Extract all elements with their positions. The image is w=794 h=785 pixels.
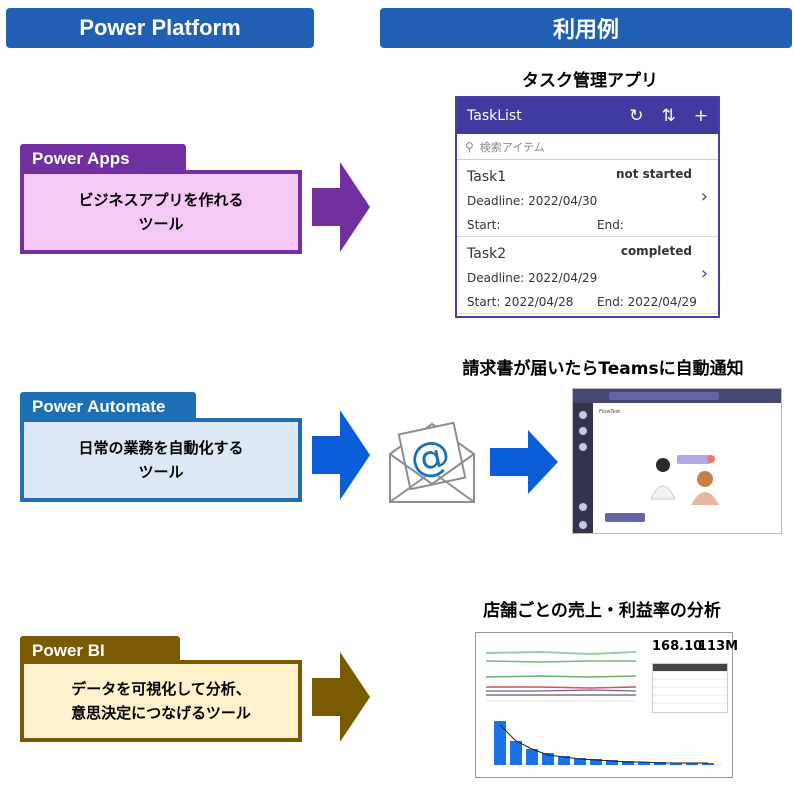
tasklist-title: TaskList [467, 108, 522, 124]
svg-text:@: @ [406, 431, 455, 484]
task-status: completed [620, 244, 692, 258]
chevron-right-icon[interactable]: › [700, 186, 708, 207]
tasklist-search[interactable]: ⚲ 検索アイテム [457, 134, 718, 160]
task-deadline: Deadline: 2022/04/29 [467, 271, 598, 285]
teams-channel: FlowTest [599, 409, 621, 415]
arrow-power-automate [312, 410, 370, 500]
plus-icon[interactable]: + [693, 106, 708, 126]
bi-bar-chart [490, 721, 722, 766]
task-end: End: [597, 218, 624, 232]
bi-example-title: 店舗ごとの売上・利益率の分析 [483, 601, 721, 621]
tasklist-app: TaskList ↻ ⇅ + ⚲ 検索アイテム Task1 not starte… [455, 96, 720, 318]
task-deadline: Deadline: 2022/04/30 [467, 194, 598, 208]
chevron-right-icon[interactable]: › [700, 263, 708, 284]
header-use-cases: 利用例 [380, 8, 792, 48]
task-end: End: 2022/04/29 [597, 295, 697, 309]
task-item[interactable]: Task2 completed Deadline: 2022/04/29 Sta… [457, 237, 718, 314]
apps-example-title: タスク管理アプリ [522, 71, 658, 91]
header-power-platform: Power Platform [6, 8, 314, 48]
arrow-email-to-teams [490, 430, 558, 494]
tag-power-automate: Power Automate [20, 392, 196, 422]
tasklist-header: TaskList ↻ ⇅ + [457, 98, 718, 134]
powerbi-report: 168.10 113M [475, 632, 738, 778]
teams-rail [573, 403, 593, 533]
sort-icon[interactable]: ⇅ [661, 106, 676, 126]
automate-example-title: 請求書が届いたらTeamsに自動通知 [462, 359, 744, 379]
description-power-automate: 日常の業務を自動化する ツール [20, 418, 302, 502]
bi-line-chart [485, 650, 637, 702]
task-start: Start: [467, 218, 501, 232]
search-icon: ⚲ [465, 139, 474, 154]
description-power-bi: データを可視化して分析、 意思決定につなげるツール [20, 660, 302, 742]
email-icon: @ [389, 421, 475, 503]
search-placeholder: 検索アイテム [479, 140, 545, 154]
teams-illustration [650, 455, 719, 505]
teams-search [609, 392, 719, 400]
task-start: Start: 2022/04/28 [467, 295, 574, 309]
bi-kpi-1: 168.10 [652, 639, 703, 654]
task-name: Task1 [467, 169, 507, 185]
bi-kpi-2: 113M [698, 639, 739, 654]
teams-screenshot: FlowTest [572, 388, 782, 534]
arrow-power-apps [312, 162, 370, 252]
arrow-power-bi [312, 652, 370, 742]
task-item[interactable]: Task1 not started Deadline: 2022/04/30 S… [457, 160, 718, 237]
refresh-icon[interactable]: ↻ [629, 106, 644, 126]
tag-power-apps: Power Apps [20, 144, 186, 174]
description-power-apps: ビジネスアプリを作れる ツール [20, 170, 302, 254]
bi-table [652, 663, 728, 713]
task-name: Task2 [467, 246, 507, 262]
teams-button [605, 513, 645, 522]
task-status: not started [615, 167, 692, 181]
